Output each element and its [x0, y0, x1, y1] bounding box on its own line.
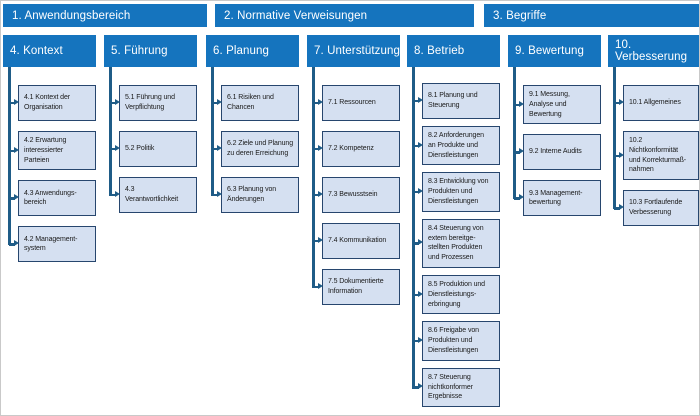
clause-list: 8.1 Planung und Steuerung 8.2 Anforderun… — [407, 67, 500, 408]
clause-box-8-6: 8.6 Freigabe von Produkten und Dienstlei… — [413, 321, 500, 361]
clause-label: 9.1 Messung, Analyse und Bewertung — [529, 91, 570, 118]
clause-box-10-1: 10.1 Allgemeines — [614, 85, 699, 121]
section-header-normative-verweisungen: 2. Normative Verweisungen — [215, 4, 474, 27]
clause-label: 8.2 Anforderungen an Produkte und Dienst… — [428, 132, 484, 159]
clause-box-7-2: 7.2 Kompetenz — [313, 131, 400, 167]
column-betrieb: 8. Betrieb 8.1 Planung und Steuerung 8.2… — [407, 35, 500, 408]
connector-line — [613, 67, 616, 209]
clause-box-8-4: 8.4 Steuerung von extern bereitge- stell… — [413, 218, 500, 268]
section-header-label: 2. Normative Verweisungen — [224, 9, 368, 22]
clause-box-8-2: 8.2 Anforderungen an Produkte und Dienst… — [413, 126, 500, 166]
clause-box-8-1: 8.1 Planung und Steuerung — [413, 83, 500, 119]
column-unterstuetzung: 7. Unterstützung 7.1 Ressourcen 7.2 Komp… — [307, 35, 400, 305]
clause-box-7-5: 7.5 Dokumentierte Information — [313, 269, 400, 305]
column-header-unterstuetzung: 7. Unterstützung — [307, 35, 400, 67]
clause-box-5-2: 5.2 Politik — [110, 131, 197, 167]
column-planung: 6. Planung 6.1 Risiken und Chancen 6.2 Z… — [206, 35, 299, 213]
clause-label: 8.5 Produktion und Dienstleistungs- erbr… — [428, 280, 485, 308]
clause-box-8-5: 8.5 Produktion und Dienstleistungs- erbr… — [413, 274, 500, 315]
clause-label: 5.1 Führung und Verpflichtung — [125, 94, 175, 111]
clause-box-9-1: 9.1 Messung, Analyse und Bewertung — [514, 85, 601, 125]
clause-label: 6.3 Planung von Änderungen — [227, 186, 277, 203]
clause-label: 9.3 Management- bewertung — [529, 189, 583, 207]
column-verbesserung: 10. Verbesserung 10.1 Allgemeines 10.2 N… — [608, 35, 699, 227]
column-header-bewertung: 9. Bewertung — [508, 35, 601, 67]
connector-line — [109, 67, 112, 196]
clause-box-10-2: 10.2 Nichtkonformität und Korrekturmaß- … — [614, 131, 699, 181]
clause-label: 7.4 Kommunikation — [328, 237, 387, 245]
column-kontext: 4. Kontext 4.1 Kontext der Organisation … — [3, 35, 96, 263]
clause-box-10-3: 10.3 Fortlaufende Verbesserung — [614, 190, 699, 227]
clause-label: 6.1 Risiken und Chancen — [227, 94, 274, 111]
clause-box-6-3: 6.3 Planung von Änderungen — [212, 177, 299, 213]
clause-label: 8.3 Entwicklung von Produkten und Dienst… — [428, 178, 489, 205]
clause-list: 5.1 Führung und Verpflichtung 5.2 Politi… — [104, 67, 197, 213]
clause-list: 6.1 Risiken und Chancen 6.2 Ziele und Pl… — [206, 67, 299, 213]
clause-list: 4.1 Kontext der Organisation 4.2 Erwartu… — [3, 67, 96, 263]
clause-box-4-3: 4.3 Anwendungs- bereich — [9, 180, 96, 217]
clause-label: 8.6 Freigabe von Produkten und Dienstlei… — [428, 327, 479, 354]
clause-label: 4.2 Erwartung interessierter Parteien — [24, 137, 67, 164]
clause-box-8-7: 8.7 Steuerung nichtkonformer Ergebnisse — [413, 367, 500, 408]
clause-label: 4.1 Kontext der Organisation — [24, 94, 70, 111]
clause-box-7-3: 7.3 Bewusstsein — [313, 177, 400, 213]
section-header-label: 1. Anwendungsbereich — [12, 9, 131, 22]
connector-line — [211, 67, 214, 196]
clause-label: 4.3 Verantwortlichkeit — [125, 186, 179, 203]
clause-label: 4.2 Management- system — [24, 235, 78, 253]
connector-line — [412, 67, 415, 389]
clause-label: 5.2 Politik — [125, 145, 155, 153]
column-bewertung: 9. Bewertung 9.1 Messung, Analyse und Be… — [508, 35, 601, 217]
clause-label: 6.2 Ziele und Planung zu deren Erreichun… — [227, 140, 294, 157]
clause-label: 8.7 Steuerung nichtkonformer Ergebnisse — [428, 373, 473, 401]
clause-box-4-1: 4.1 Kontext der Organisation — [9, 85, 96, 121]
connector-line — [312, 67, 315, 288]
clause-label: 10.3 Fortlaufende Verbesserung — [629, 199, 683, 217]
connector-line — [8, 67, 11, 245]
section-header-label: 3. Begriffe — [493, 9, 547, 22]
section-header-begriffe: 3. Begriffe — [484, 4, 699, 27]
clause-box-6-2: 6.2 Ziele und Planung zu deren Erreichun… — [212, 131, 299, 167]
clause-label: 8.4 Steuerung von extern bereitge- stell… — [428, 224, 484, 262]
clause-box-7-1: 7.1 Ressourcen — [313, 85, 400, 121]
column-header-planung: 6. Planung — [206, 35, 299, 67]
column-header-verbesserung: 10. Verbesserung — [608, 35, 699, 67]
clause-label: 9.2 Interne Audits — [529, 148, 582, 156]
clause-box-7-4: 7.4 Kommunikation — [313, 223, 400, 259]
clause-label: 7.5 Dokumentierte Information — [328, 278, 384, 295]
clause-list: 10.1 Allgemeines 10.2 Nichtkonformität u… — [608, 67, 699, 227]
column-header-betrieb: 8. Betrieb — [407, 35, 500, 67]
clause-box-6-1: 6.1 Risiken und Chancen — [212, 85, 299, 121]
clause-box-8-3: 8.3 Entwicklung von Produkten und Dienst… — [413, 172, 500, 212]
clause-list: 9.1 Messung, Analyse und Bewertung 9.2 I… — [508, 67, 601, 217]
clause-label: 7.2 Kompetenz — [328, 145, 374, 153]
clause-list: 7.1 Ressourcen 7.2 Kompetenz 7.3 Bewusst… — [307, 67, 400, 305]
clause-box-4-4: 4.2 Management- system — [9, 226, 96, 263]
clause-label: 4.3 Anwendungs- bereich — [24, 189, 77, 207]
connector-line — [513, 67, 516, 199]
clause-label: 7.3 Bewusstsein — [328, 191, 378, 199]
clause-box-9-2: 9.2 Interne Audits — [514, 134, 601, 171]
column-header-fuehrung: 5. Führung — [104, 35, 197, 67]
clause-box-4-2: 4.2 Erwartung interessierter Parteien — [9, 131, 96, 171]
column-header-kontext: 4. Kontext — [3, 35, 96, 67]
clause-box-5-3: 4.3 Verantwortlichkeit — [110, 177, 197, 213]
column-fuehrung: 5. Führung 5.1 Führung und Verpflichtung… — [104, 35, 197, 213]
clause-label: 8.1 Planung und Steuerung — [428, 92, 478, 109]
clause-box-9-3: 9.3 Management- bewertung — [514, 180, 601, 217]
clause-label: 7.1 Ressourcen — [328, 99, 376, 107]
clause-box-5-1: 5.1 Führung und Verpflichtung — [110, 85, 197, 121]
clause-label: 10.2 Nichtkonformität und Korrekturmaß- … — [629, 137, 687, 174]
section-header-anwendungsbereich: 1. Anwendungsbereich — [3, 4, 207, 27]
clause-label: 10.1 Allgemeines — [629, 99, 681, 107]
